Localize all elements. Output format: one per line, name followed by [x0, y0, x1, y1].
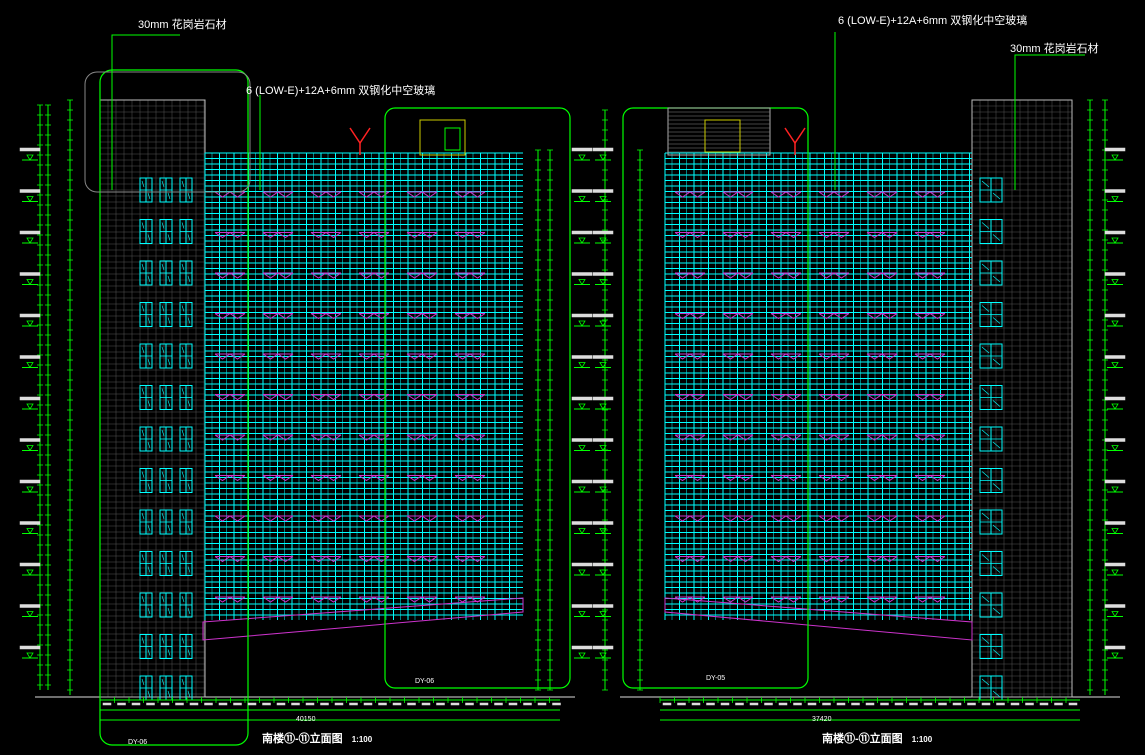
- left-penthouse: [419, 119, 466, 156]
- left-penthouse-door: [444, 127, 461, 151]
- left-title: 南楼⑪-⑪立面图 1:100: [262, 730, 372, 746]
- right-bottom-dimensions: [659, 697, 1080, 721]
- right-scale: 1:100: [911, 735, 933, 744]
- left-entrance-tag: DY-06: [415, 678, 435, 685]
- left-stone-callout: 30mm 花岗岩石材: [138, 19, 227, 31]
- right-stone-cladding: [971, 99, 1073, 701]
- left-curtain-wall: [204, 152, 523, 620]
- left-total-dimension: 40150: [296, 716, 316, 723]
- left-b-dimension-strip: [45, 104, 51, 690]
- right-penthouse: [667, 107, 771, 156]
- left-tower-outline: [99, 69, 249, 746]
- right-a-dimension-strip: [637, 149, 643, 691]
- right-curtain-wall: [664, 152, 972, 620]
- left-glass-callout: 6 (LOW-E)+12A+6mm 双钢化中空玻璃: [246, 85, 436, 97]
- left-level-markers: [19, 147, 41, 659]
- right-glass-callout: 6 (LOW-E)+12A+6mm 双钢化中空玻璃: [838, 15, 1028, 27]
- right-b-dimension-strip: [1087, 99, 1093, 695]
- right-total-dimension: 37420: [812, 716, 832, 723]
- right-title: 南楼⑪-⑪立面图 1:100: [822, 730, 932, 746]
- left-title-text: 南楼⑪-⑪立面图: [262, 733, 343, 745]
- right-penthouse-door: [704, 119, 741, 153]
- right-level-markers: [1104, 147, 1126, 659]
- left-d-dimension-strip: [535, 149, 541, 691]
- left-r-level-markers: [571, 147, 593, 659]
- right-stone-leader: [1014, 54, 1085, 190]
- right-elevation: [592, 32, 1126, 721]
- left-c-dimension-strip: [67, 99, 73, 695]
- left-scale: 1:100: [351, 735, 373, 744]
- left-bottom-dimensions: [99, 697, 561, 721]
- left-e-dimension-strip: [547, 149, 553, 691]
- right-title-text: 南楼⑪-⑪立面图: [822, 733, 903, 745]
- right-stone-outline: [971, 99, 1073, 698]
- left-canopy: [202, 597, 524, 641]
- left-top-box: [84, 71, 251, 193]
- left-elevation: [19, 34, 608, 746]
- left-entrance-outline: [384, 107, 571, 689]
- left-detail-tag: DY-06: [128, 739, 148, 746]
- left-stone-cladding: [99, 99, 206, 701]
- right-stone-callout: 30mm 花岗岩石材: [1010, 43, 1099, 55]
- right-entrance-tag: DY-05: [706, 675, 726, 682]
- right-l-level-markers: [592, 147, 614, 659]
- left-stone-leader: [111, 34, 180, 190]
- right-canopy: [664, 597, 973, 641]
